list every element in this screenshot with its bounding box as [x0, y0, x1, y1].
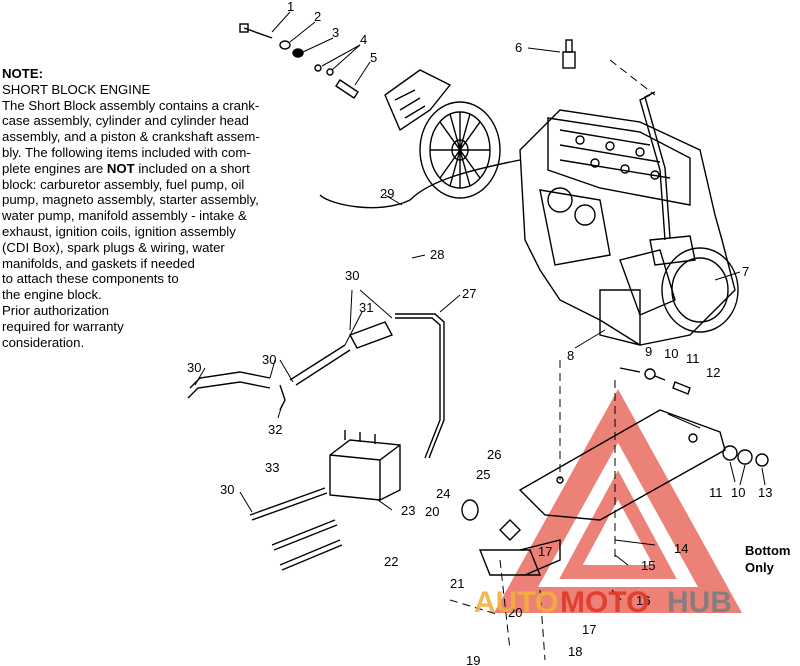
callout-label: 30: [220, 482, 234, 497]
alignment-lines: [449, 59, 656, 661]
callout-label: 11: [709, 485, 723, 500]
callout-label: 18: [568, 644, 582, 659]
emphasis-not: NOT: [106, 160, 135, 176]
note-line: plete engines are NOT included on a shor…: [2, 160, 250, 176]
callout-label: 2: [314, 9, 321, 24]
spark-plug: [319, 39, 671, 241]
callout-labels: 1 2 3 4 5 6 7 8 9 10 11 12 13 14 15 16 1…: [187, 0, 772, 666]
watermark-moto: MOTO: [560, 586, 649, 619]
callout-label: 9: [645, 344, 652, 359]
note-line: the engine block.: [2, 287, 102, 303]
note-line: exhaust, ignition coils, ignition assemb…: [2, 223, 236, 239]
callout-label: 10: [664, 346, 678, 361]
note-line: (CDI Box), spark plugs & wiring, water: [2, 239, 225, 255]
note-line: pump, magneto assembly, starter assembly…: [2, 192, 259, 208]
callout-label: 3: [332, 25, 339, 40]
callout-label: 33: [265, 460, 279, 475]
callout-label: 12: [706, 365, 720, 380]
callout-label: 31: [359, 300, 373, 315]
callout-label: 10: [731, 485, 745, 500]
callout-label: 30: [187, 360, 201, 375]
note-line: consideration.: [2, 334, 85, 350]
callout-label: 7: [742, 264, 749, 279]
callout-label: 23: [401, 503, 415, 518]
note-line: Prior authorization: [2, 302, 110, 318]
callout-label: 17: [582, 622, 596, 637]
callout-label: 28: [430, 247, 444, 262]
callout-label: 13: [758, 485, 772, 500]
fuel-lines: [187, 313, 445, 459]
note-line: water pump, manifold assembly - intake &: [2, 208, 247, 224]
note-line: assembly, and a piston & crankshaft asse…: [2, 129, 260, 145]
callout-label: 30: [345, 268, 359, 283]
callout-label: 1: [287, 0, 294, 14]
watermark-text: AUTO MOTO HUB: [474, 586, 732, 619]
callout-label: 17: [538, 544, 552, 559]
callout-label: 11: [686, 351, 700, 366]
watermark-auto: AUTO: [474, 586, 558, 619]
callout-label: 30: [262, 352, 276, 367]
callout-label: 25: [476, 467, 490, 482]
callout-label: 27: [462, 286, 476, 301]
callout-label: 8: [567, 348, 574, 363]
callout-label: 22: [384, 554, 398, 569]
callout-label: 20: [425, 504, 439, 519]
callout-label: 4: [360, 32, 367, 47]
callout-label: 20: [508, 605, 522, 620]
callout-label: 6: [515, 40, 522, 55]
note-line: case assembly, cylinder and cylinder hea…: [2, 113, 249, 129]
note-line: bly. The following items included with c…: [2, 144, 251, 160]
note-line: to attach these components to: [2, 271, 179, 287]
bottom-only-label: Bottom: [745, 543, 791, 558]
watermark-logo: [493, 389, 743, 613]
note-title: NOTE:: [2, 66, 44, 81]
mounting-plate: [461, 367, 769, 576]
callout-label: 32: [268, 422, 282, 437]
note-line: SHORT BLOCK ENGINE: [2, 81, 151, 97]
bottom-only-label: Only: [745, 560, 775, 575]
callout-label: 15: [641, 558, 655, 573]
note-line: The Short Block assembly contains a cran…: [2, 97, 260, 113]
engine-block: [519, 109, 739, 346]
watermark-hub: HUB: [667, 586, 732, 619]
callout-label: 5: [370, 50, 377, 65]
note-line: manifolds, and gaskets if needed: [2, 255, 195, 271]
callout-label: 14: [674, 541, 688, 556]
starter-hardware: [239, 23, 359, 99]
leader-lines: [194, 11, 766, 601]
note-line: required for warranty: [2, 318, 124, 334]
callout-label: 26: [487, 447, 501, 462]
callout-label: 16: [636, 593, 650, 608]
short-block-note: NOTE: SHORT BLOCK ENGINE The Short Block…: [2, 66, 332, 350]
callout-label: 21: [450, 576, 464, 591]
note-line: block: carburetor assembly, fuel pump, o…: [2, 176, 245, 192]
callout-label: 19: [466, 653, 480, 666]
fuel-pump: [249, 430, 401, 571]
recoil-starter: [384, 69, 501, 199]
callout-label: 24: [436, 486, 450, 501]
callout-label: 29: [380, 186, 394, 201]
